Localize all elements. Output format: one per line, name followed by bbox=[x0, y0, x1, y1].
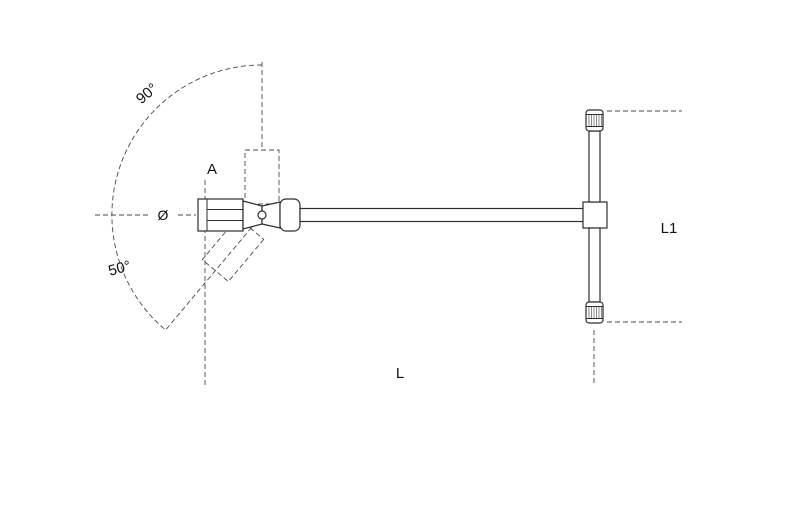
handle-hub bbox=[582, 201, 608, 229]
socket-head bbox=[197, 198, 244, 232]
shaft bbox=[299, 207, 585, 223]
universal-joint bbox=[242, 198, 301, 232]
handle-grip-bottom bbox=[585, 301, 604, 324]
label-dim-l1: L1 bbox=[661, 220, 678, 237]
angle-50-direction-line bbox=[165, 214, 263, 331]
handle-bar-top bbox=[588, 130, 601, 203]
label-dim-a: A bbox=[207, 161, 217, 178]
handle-bar-bottom bbox=[588, 227, 601, 303]
socket-ghost-90deg bbox=[244, 149, 280, 205]
socket-ghost-50deg bbox=[201, 216, 265, 283]
label-dim-l: L bbox=[396, 365, 404, 382]
joint-pivot-pin bbox=[257, 210, 267, 220]
t-handle bbox=[582, 109, 608, 324]
joint-collar bbox=[279, 198, 301, 232]
knurling-bottom bbox=[588, 307, 602, 318]
wrench-body bbox=[197, 109, 608, 324]
label-angle-50: 50° bbox=[106, 257, 132, 279]
label-angle-90: 90° bbox=[133, 80, 161, 108]
handle-grip-top bbox=[585, 109, 604, 132]
swing-arc bbox=[111, 64, 263, 331]
label-dim-diameter: Ø bbox=[158, 207, 169, 223]
knurling-top bbox=[588, 115, 602, 126]
